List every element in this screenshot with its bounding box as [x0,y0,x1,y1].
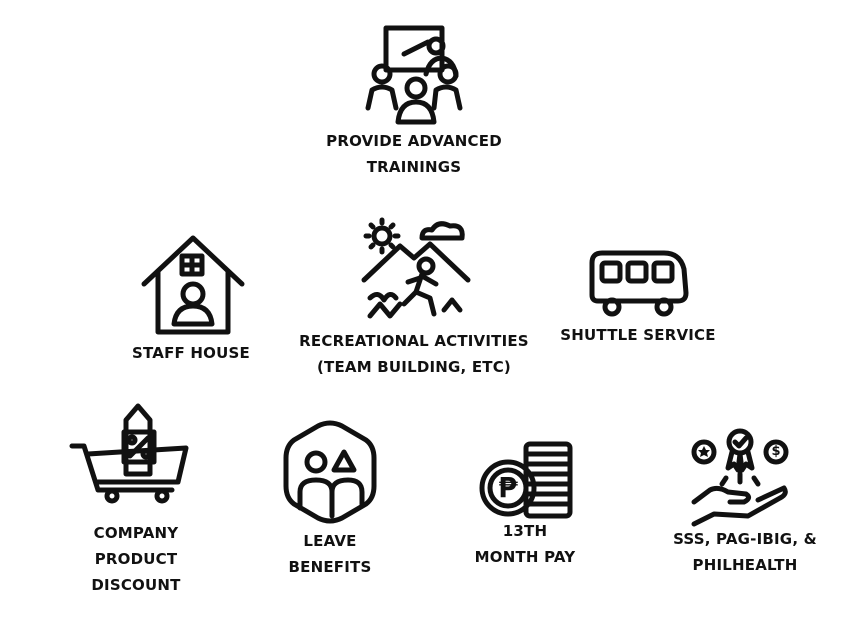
recreational-label: RECREATIONAL ACTIVITIES (TEAM BUILDING, … [299,332,529,376]
bus-icon [586,249,690,319]
government-label: SSS, PAG-IBIG, & PHILHEALTH [673,530,817,574]
training-presentation-icon [364,24,464,126]
peso-coins-icon: ₱ [478,438,576,520]
dollar-sign: $ [771,444,781,459]
thirteenth-label: 13TH MONTH PAY [474,522,576,566]
shuttle-label: SHUTTLE SERVICE [560,326,716,344]
shopping-cart-discount-icon [68,403,192,504]
people-hexagon-icon [282,420,378,524]
hiking-person-icon [360,217,472,326]
leave-label: LEAVE BENEFITS [288,532,372,576]
peso-sign: ₱ [498,471,518,504]
hand-badges-icon: $ [688,428,798,528]
discount-label: COMPANY PRODUCT DISCOUNT [91,524,181,594]
staff-house-icon [140,232,246,336]
training-label: PROVIDE ADVANCED TRAININGS [326,132,502,176]
staff-house-label: STAFF HOUSE [132,344,250,362]
